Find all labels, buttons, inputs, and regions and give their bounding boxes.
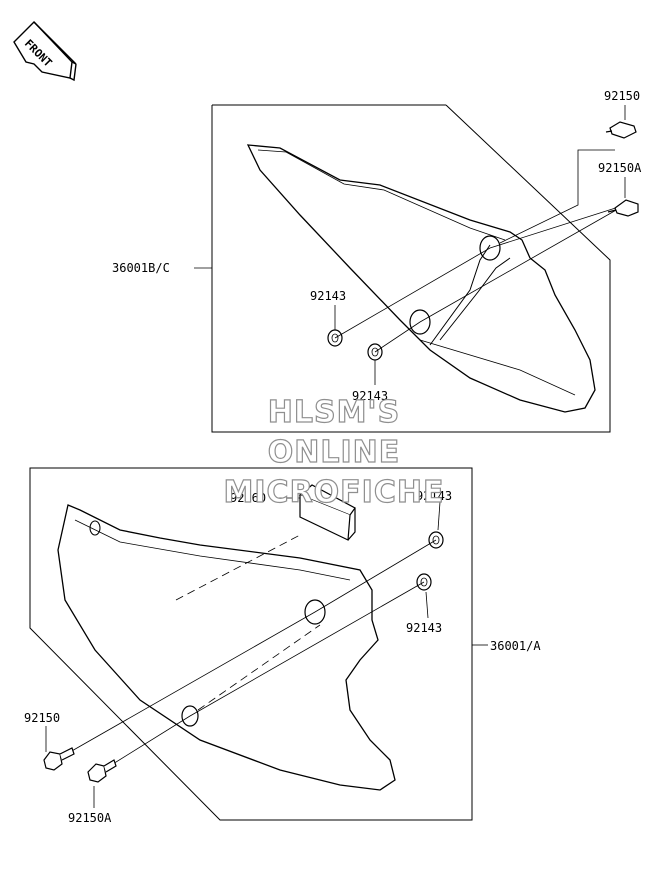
watermark-line-2: ONLINE [268, 435, 401, 470]
part-label-36001a: 36001/A [490, 639, 541, 653]
watermark: HLSM'S ONLINE MICROFICHE [223, 394, 445, 510]
lower-assembly [29, 467, 488, 821]
part-label-92150a-upper: 92150A [598, 161, 642, 175]
watermark-line-3: MICROFICHE [224, 475, 445, 510]
part-label-92150a-lower: 92150A [68, 811, 112, 825]
upper-assembly [194, 104, 639, 433]
part-label-92150-lower: 92150 [24, 711, 60, 725]
part-label-92143-upper-left: 92143 [310, 289, 346, 303]
watermark-line-1: HLSM'S [268, 395, 400, 430]
part-label-36001bc: 36001B/C [112, 261, 170, 275]
part-label-92143-upper-right: 92143 [352, 389, 388, 403]
part-label-92150-upper: 92150 [604, 89, 640, 103]
part-label-92160: 92160 [230, 491, 266, 505]
front-arrow-icon: FRONT [13, 20, 77, 82]
part-label-92143-lower-bottom: 92143 [406, 621, 442, 635]
part-label-92143-lower-top: 92143 [416, 489, 452, 503]
